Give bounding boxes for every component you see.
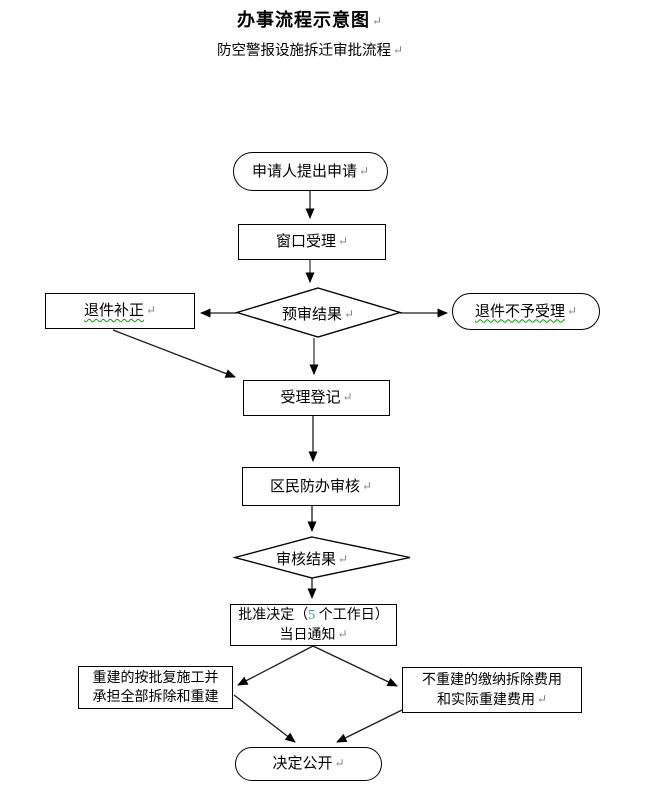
node-return-rejected-label: 退件不予受理↵ bbox=[474, 303, 578, 320]
node-start: 申请人提出申请↵ bbox=[233, 152, 388, 191]
page-subtitle: 防空警报设施拆迁审批流程↵ bbox=[0, 39, 620, 60]
node-return-rejected: 退件不予受理↵ bbox=[452, 293, 600, 330]
arrow-return-correction-to-registration bbox=[112, 329, 236, 378]
paragraph-mark-icon: ↵ bbox=[337, 234, 349, 248]
node-no-rebuild-line2: 和实际重建费用↵ bbox=[436, 691, 548, 708]
node-approval-decision: 批准决定（5 个工作日） 当日通知↵ bbox=[230, 604, 397, 646]
paragraph-mark-icon: ↵ bbox=[334, 756, 345, 770]
paragraph-mark-icon: ↵ bbox=[358, 163, 370, 178]
arrow-approval-to-rebuild bbox=[237, 645, 314, 686]
node-rebuild: 重建的按批复施工并 承担全部拆除和重建 bbox=[78, 666, 233, 709]
node-acceptance-registration: 受理登记↵ bbox=[243, 380, 390, 416]
node-district-civil-defense-review: 区民防办审核↵ bbox=[242, 467, 400, 506]
node-decision-public: 决定公开↵ bbox=[235, 747, 382, 781]
node-start-label: 申请人提出申请↵ bbox=[251, 163, 370, 180]
page-title: 办事流程示意图↵ bbox=[0, 6, 620, 32]
paragraph-mark-icon: ↵ bbox=[337, 626, 348, 641]
node-window-acceptance: 窗口受理↵ bbox=[238, 224, 386, 260]
node-rebuild-line1: 重建的按批复施工并 bbox=[92, 670, 219, 686]
paragraph-mark-icon: ↵ bbox=[361, 478, 373, 493]
node-review-result-label: 审核结果↵ bbox=[275, 551, 349, 568]
paragraph-mark-icon: ↵ bbox=[343, 306, 355, 321]
paragraph-mark-icon: ↵ bbox=[342, 390, 353, 404]
node-rebuild-line2: 承担全部拆除和重建 bbox=[92, 689, 219, 705]
arrow-rebuild-to-decision-public bbox=[233, 694, 296, 743]
node-window-acceptance-label: 窗口受理↵ bbox=[275, 234, 349, 250]
paragraph-mark-icon: ↵ bbox=[536, 691, 548, 706]
page-subtitle-text: 防空警报设施拆迁审批流程 bbox=[216, 43, 391, 59]
node-preview-result-label: 预审结果↵ bbox=[281, 306, 355, 323]
paragraph-mark-icon: ↵ bbox=[337, 551, 349, 566]
paragraph-mark-icon: ↵ bbox=[145, 303, 157, 317]
node-no-rebuild-line1: 不重建的缴纳拆除费用 bbox=[422, 672, 562, 688]
node-acceptance-registration-label: 受理登记↵ bbox=[280, 390, 353, 406]
page-title-text: 办事流程示意图 bbox=[236, 10, 370, 30]
node-no-rebuild: 不重建的缴纳拆除费用 和实际重建费用↵ bbox=[402, 667, 582, 713]
node-return-correction: 退件补正↵ bbox=[45, 293, 195, 329]
preview-result-diamond bbox=[234, 287, 403, 338]
paragraph-mark-icon: ↵ bbox=[566, 303, 578, 318]
node-approval-decision-line1: 批准决定（5 个工作日） bbox=[238, 607, 389, 623]
node-decision-public-label: 决定公开↵ bbox=[272, 756, 345, 772]
arrow-no-rebuild-to-decision-public bbox=[336, 709, 403, 743]
arrow-approval-to-no-rebuild bbox=[312, 645, 398, 687]
paragraph-mark-icon: ↵ bbox=[392, 43, 404, 57]
review-result-diamond bbox=[232, 536, 411, 579]
node-district-civil-defense-review-label: 区民防办审核↵ bbox=[269, 478, 373, 495]
paragraph-mark-icon: ↵ bbox=[371, 14, 384, 28]
node-return-correction-label: 退件补正↵ bbox=[83, 303, 157, 319]
node-approval-decision-line2: 当日通知↵ bbox=[279, 626, 348, 643]
workdays-number: 5 bbox=[308, 607, 316, 623]
